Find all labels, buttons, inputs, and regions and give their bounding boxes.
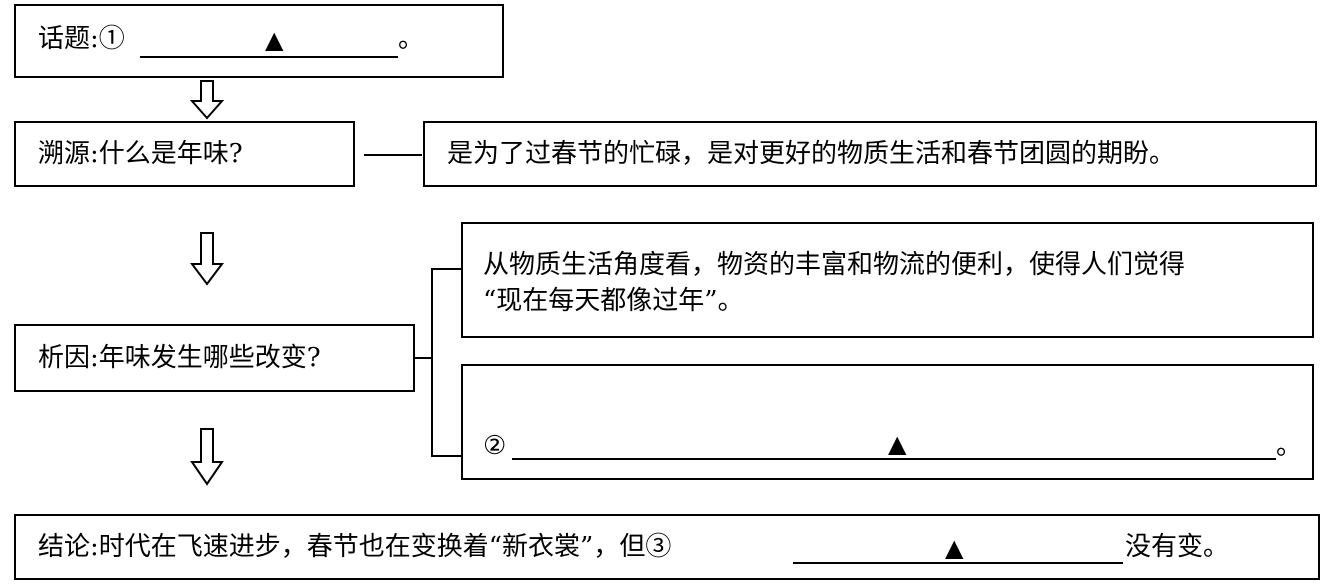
conclusion-blank-marker: ▲ [945, 534, 964, 562]
analysis-branch2-label: ② [483, 431, 507, 461]
topic-label: 话题:① [38, 24, 125, 54]
bracket-vertical [431, 268, 433, 457]
analysis-branch2-marker: ▲ [888, 430, 907, 458]
bracket-stem [415, 357, 432, 359]
conclusion-blank[interactable] [793, 530, 1123, 564]
origin-connector [364, 154, 422, 156]
conclusion-box [14, 514, 1320, 580]
origin-answer-box [423, 121, 1317, 187]
topic-box [14, 4, 504, 78]
origin-box [14, 121, 355, 187]
hollow-down-arrow-icon [190, 232, 224, 286]
conclusion-suffix: 没有变。 [1125, 532, 1230, 562]
hollow-down-arrow-icon [190, 80, 224, 120]
topic-blank-marker: ▲ [265, 26, 284, 54]
analysis-branch1-line1: 从物质生活角度看，物资的丰富和物流的便利，使得人们觉得 [483, 250, 1186, 280]
hollow-down-arrow-icon [190, 428, 224, 486]
analysis-box [14, 324, 415, 392]
origin-answer: 是为了过春节的忙碌，是对更好的物质生活和春节团圆的期盼。 [447, 139, 1176, 169]
analysis-branch2-blank[interactable] [512, 426, 1276, 460]
bracket-top [431, 268, 461, 270]
origin-label: 溯源:什么是年味? [38, 139, 243, 169]
conclusion-prefix: 结论:时代在飞速进步，春节也在变换着“新衣裳”，但③ [38, 532, 672, 562]
topic-end: 。 [398, 24, 425, 54]
bracket-bottom [431, 455, 461, 457]
analysis-label: 析因:年味发生哪些改变? [38, 343, 321, 373]
analysis-branch2-end: 。 [1276, 431, 1303, 461]
topic-blank[interactable] [140, 24, 398, 58]
analysis-branch1-line2: “现在每天都像过年”。 [483, 286, 744, 316]
analysis-branch2-box [461, 364, 1314, 480]
analysis-branch1-box [461, 222, 1314, 338]
